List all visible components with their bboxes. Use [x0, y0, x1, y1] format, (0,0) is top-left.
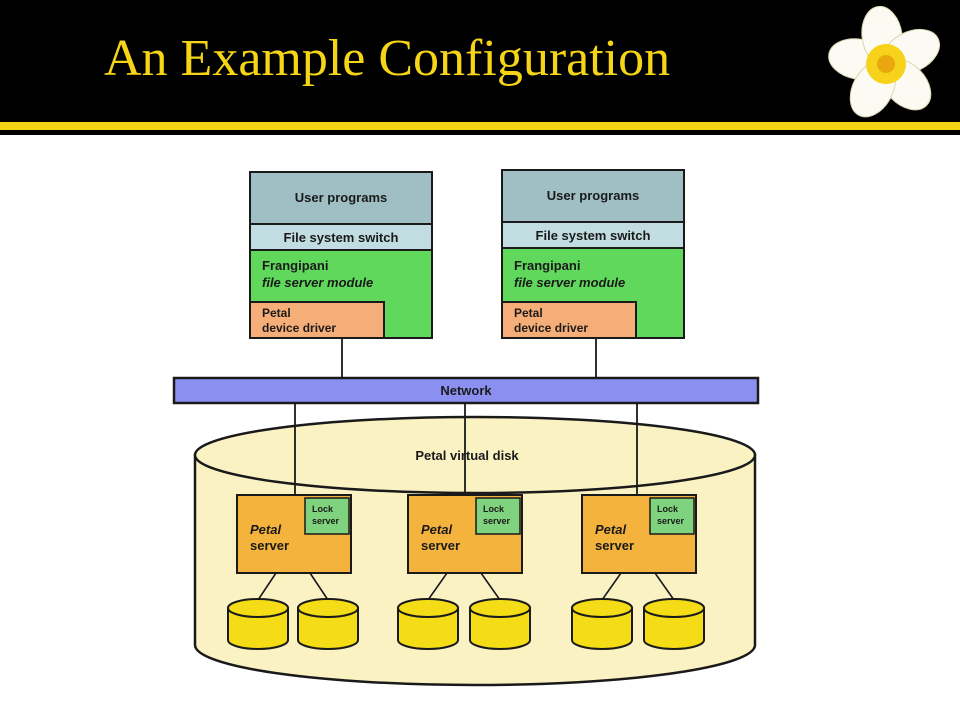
frangipani-flower-icon: [828, 5, 941, 118]
fs-switch-label: File system switch: [536, 228, 651, 243]
lock-server-label-line2: server: [483, 516, 511, 526]
user-programs-box: [249, 171, 433, 225]
lock-server-label-line2: server: [657, 516, 685, 526]
connection-lines: [294, 337, 638, 495]
frangipani-label-line1: Frangipani: [262, 258, 328, 273]
virtual-disk-label: Petal virtual disk: [415, 448, 519, 463]
petal-server-1: Lock server Petal server: [236, 494, 352, 574]
title-bar: [0, 0, 960, 122]
user-programs-box: [501, 169, 685, 223]
fs-switch-label: File system switch: [284, 230, 399, 245]
lock-server-box: [649, 497, 695, 535]
petal-server-3: Lock server Petal server: [581, 494, 697, 574]
workstation-2: User programs File system switch Frangip…: [501, 169, 685, 339]
header-rule-black: [0, 130, 960, 135]
petal-driver-label-line1: Petal: [514, 306, 543, 320]
network: Network: [172, 376, 760, 405]
petal-server-label-line2: server: [595, 538, 634, 553]
petal-driver-box: [249, 301, 385, 339]
petal-server-label-line2: server: [250, 538, 289, 553]
lock-server-label-line1: Lock: [483, 504, 505, 514]
disk-drive: [571, 598, 633, 650]
frangipani-label-line1: Frangipani: [514, 258, 580, 273]
petal-driver-label-line2: device driver: [514, 321, 588, 335]
petal-driver-label-line2: device driver: [262, 321, 336, 335]
disk-drive: [227, 598, 289, 650]
disk-drive: [469, 598, 531, 650]
disk-drive: [297, 598, 359, 650]
lock-server-box: [304, 497, 350, 535]
virtual-disk-top: [193, 415, 757, 495]
header-rule-yellow: [0, 122, 960, 130]
petal-server-label-line1: Petal: [250, 522, 281, 537]
network-bar: [172, 376, 760, 405]
frangipani-label-line2: file server module: [262, 275, 373, 290]
frangipani-label-line2: file server module: [514, 275, 625, 290]
lock-server-label-line1: Lock: [657, 504, 679, 514]
lock-server-label-line2: server: [312, 516, 340, 526]
petal-driver-box: [501, 301, 637, 339]
slide-title: An Example Configuration: [104, 30, 671, 87]
user-programs-label: User programs: [547, 188, 639, 203]
network-label: Network: [440, 383, 492, 398]
petal-server-label-line2: server: [421, 538, 460, 553]
disk-drive: [397, 598, 459, 650]
user-programs-label: User programs: [295, 190, 387, 205]
petal-server-label-line1: Petal: [421, 522, 452, 537]
disk-drive: [643, 598, 705, 650]
lock-server-box: [475, 497, 521, 535]
disk-drives: [227, 598, 705, 650]
petal-server-2: Lock server Petal server: [407, 494, 523, 574]
petal-server-label-line1: Petal: [595, 522, 626, 537]
petal-driver-label-line1: Petal: [262, 306, 291, 320]
drive-links: [257, 572, 675, 601]
lock-server-label-line1: Lock: [312, 504, 334, 514]
workstation-1: User programs File system switch Frangip…: [249, 171, 433, 339]
